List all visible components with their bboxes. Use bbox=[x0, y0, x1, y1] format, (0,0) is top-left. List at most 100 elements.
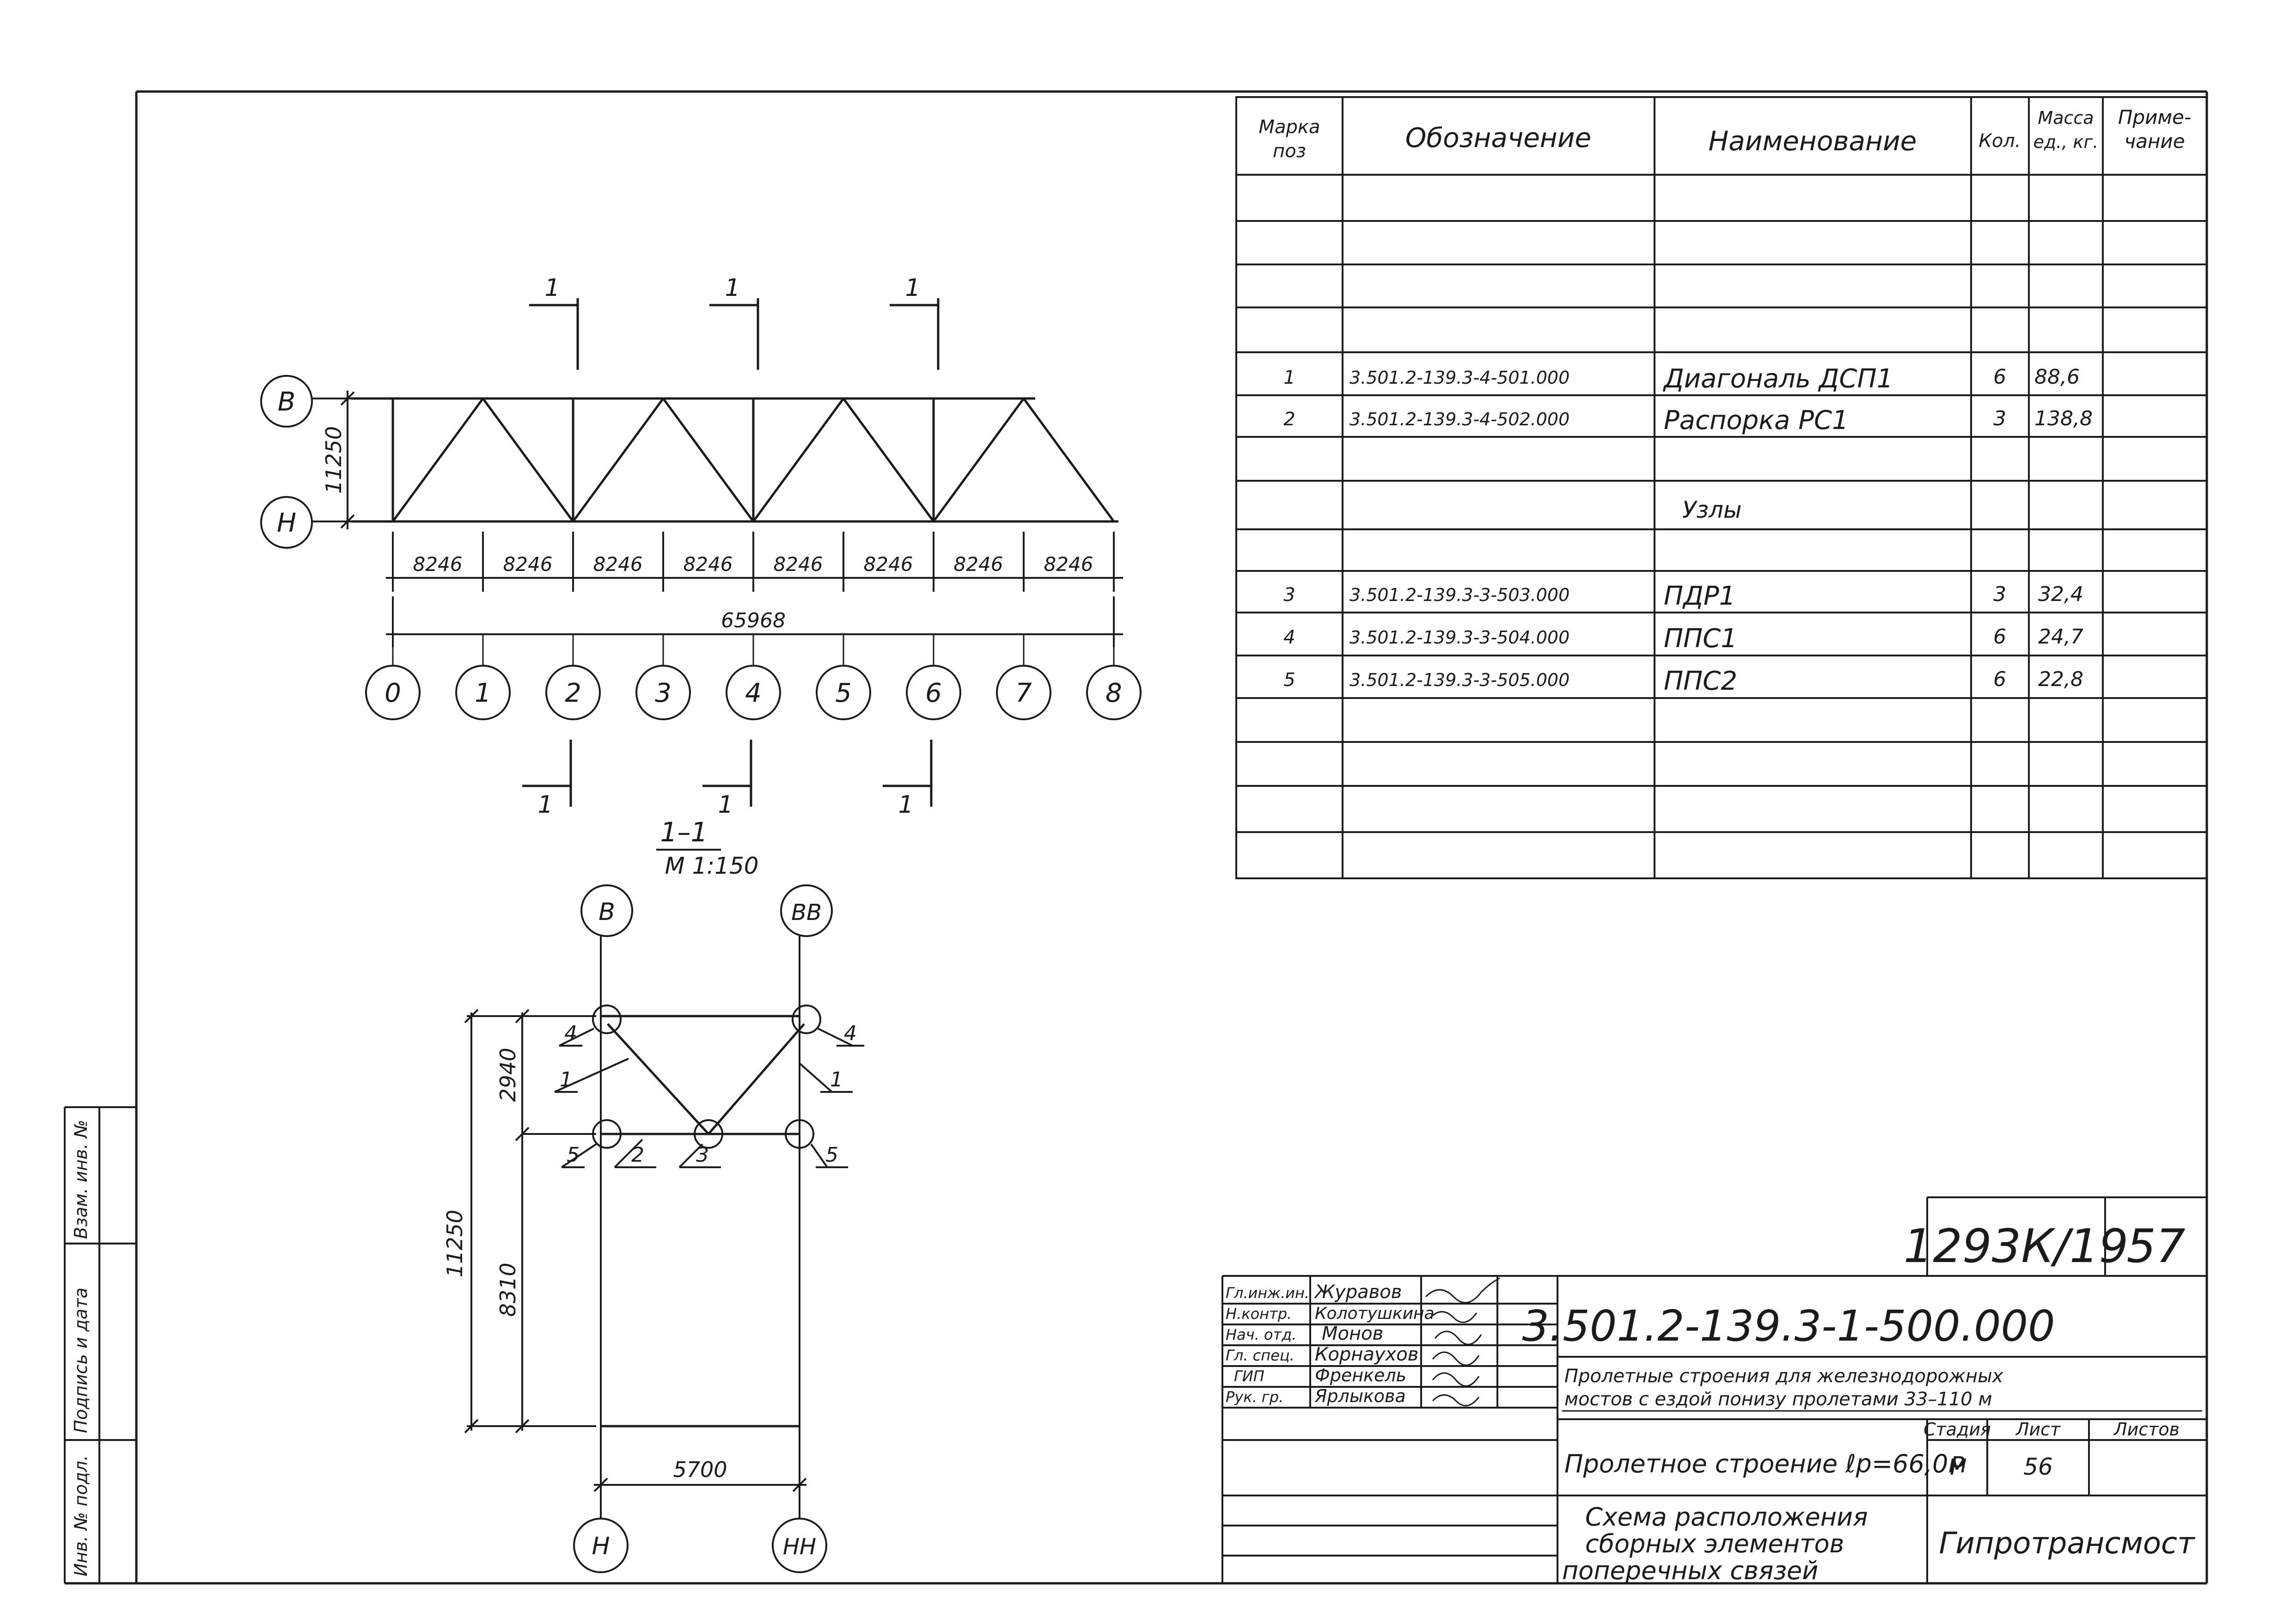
section-cut-mark-bottom: 1 1 1 bbox=[522, 740, 933, 819]
sheet-value: 56 bbox=[2023, 1453, 2053, 1480]
panel-dim: 8246 bbox=[774, 553, 823, 576]
sheet-label: Лист bbox=[2015, 1419, 2061, 1440]
leader-label: 4 bbox=[844, 1022, 857, 1045]
svg-text:Рук. гр.: Рук. гр. bbox=[1226, 1388, 1283, 1406]
truss-chords bbox=[351, 397, 1118, 523]
approver-row: Н.контр. Колотушкина bbox=[1226, 1304, 1478, 1323]
leader-label: 1 bbox=[560, 1068, 573, 1091]
row-qty: 6 bbox=[1993, 365, 2006, 389]
approver-row: Нач. отд. Монов bbox=[1226, 1323, 1482, 1345]
row-mass: 22,8 bbox=[2038, 668, 2083, 691]
row-name: Узлы bbox=[1682, 496, 1742, 523]
section-scale: М 1:150 bbox=[665, 852, 758, 879]
row-name: ПДР1 bbox=[1664, 581, 1735, 611]
height-dimension: 11250 bbox=[321, 426, 346, 494]
approver-row: ГИП Френкель bbox=[1234, 1365, 1480, 1387]
panel-dim: 8246 bbox=[503, 553, 553, 576]
svg-text:1: 1 bbox=[544, 274, 560, 302]
svg-text:0: 0 bbox=[385, 678, 401, 708]
section-horizontal-dimension bbox=[593, 1477, 807, 1492]
row-name: Распорка РС1 bbox=[1664, 405, 1849, 435]
section-members bbox=[601, 1015, 805, 1428]
strip-label-replaced: Взам. инв. № bbox=[71, 1120, 91, 1239]
object-title: Пролетное строение ℓp=66,0м bbox=[1564, 1449, 1967, 1478]
svg-text:5: 5 bbox=[835, 678, 852, 708]
svg-text:В: В bbox=[278, 387, 295, 417]
row-pos: 4 bbox=[1283, 627, 1295, 648]
table-row: Узлы bbox=[1682, 496, 1742, 523]
approver-row: Гл.инж.ин. Журавов bbox=[1226, 1277, 1500, 1304]
header-mass-2: ед., кг. bbox=[2033, 132, 2099, 152]
sheets-label: Листов bbox=[2113, 1419, 2180, 1440]
table-row: 1 3.501.2-139.3-4-501.000 Диагональ ДСП1… bbox=[1283, 364, 2080, 394]
row-designation: 3.501.2-139.3-3-503.000 bbox=[1350, 585, 1569, 605]
approver-row: Гл. спец. Корнаухов bbox=[1226, 1344, 1480, 1366]
table-row: 4 3.501.2-139.3-3-504.000 ППС1 6 24,7 bbox=[1283, 624, 2083, 654]
panel-dimension-chain bbox=[386, 532, 1123, 592]
strip-label-inv-no: Инв. № подл. bbox=[71, 1455, 91, 1576]
row-mass: 88,6 bbox=[2034, 365, 2080, 389]
svg-text:Гл. спец.: Гл. спец. bbox=[1226, 1347, 1295, 1364]
svg-text:В: В bbox=[598, 898, 615, 926]
header-mass-1: Масса bbox=[2038, 108, 2094, 128]
organization: Гипротрансмост bbox=[1939, 1526, 2196, 1561]
row-designation: 3.501.2-139.3-4-501.000 bbox=[1350, 368, 1569, 388]
row-pos: 2 bbox=[1283, 409, 1295, 430]
title-block: 1293К/19 57 3.501.2-139.3-1-500.000 Гл.и… bbox=[1221, 1196, 2207, 1585]
axis-bubble-8: 8 bbox=[1086, 665, 1142, 720]
axis-bubble-2: 2 bbox=[545, 665, 601, 720]
axis-bubble-bb: ВВ bbox=[780, 884, 833, 937]
panel-dim: 8246 bbox=[954, 553, 1003, 576]
row-designation: 3.501.2-139.3-3-504.000 bbox=[1350, 627, 1569, 648]
row-qty: 3 bbox=[1993, 407, 2006, 430]
axis-bubble-b: В bbox=[580, 884, 633, 937]
section-dim-upper: 2940 bbox=[495, 1048, 520, 1102]
svg-text:Монов: Монов bbox=[1322, 1323, 1383, 1344]
axis-bubble-1: 1 bbox=[455, 665, 511, 720]
drawing-title-line-1: Схема расположения bbox=[1585, 1502, 1868, 1532]
axis-bubble-3: 3 bbox=[635, 665, 691, 720]
svg-text:7: 7 bbox=[1015, 678, 1032, 708]
row-name: ППС2 bbox=[1664, 666, 1737, 696]
axis-bubble-0: 0 bbox=[365, 665, 421, 720]
panel-dim: 8246 bbox=[1044, 553, 1093, 576]
svg-text:1: 1 bbox=[718, 791, 733, 819]
header-note-1: Приме- bbox=[2118, 106, 2191, 129]
row-pos: 1 bbox=[1283, 367, 1295, 388]
header-qty: Кол. bbox=[1978, 130, 2021, 152]
leader-label: 1 bbox=[830, 1068, 843, 1091]
strip-label-signature: Подпись и дата bbox=[71, 1287, 91, 1433]
total-dimension: 65968 bbox=[721, 609, 786, 632]
svg-text:Н: Н bbox=[592, 1532, 610, 1560]
header-name: Наименование bbox=[1709, 125, 1917, 157]
axis-bubble-b: В bbox=[260, 375, 313, 428]
section-vertical-dimensions bbox=[464, 1009, 596, 1434]
archive-number: 1293К/19 bbox=[1904, 1219, 2128, 1273]
panel-dim: 8246 bbox=[413, 553, 463, 576]
section-cut-mark-top: 1 1 1 bbox=[529, 274, 940, 370]
svg-text:ВВ: ВВ bbox=[791, 900, 822, 925]
svg-text:ГИП: ГИП bbox=[1234, 1367, 1264, 1385]
row-qty: 6 bbox=[1993, 625, 2006, 649]
stage-label: Стадия bbox=[1924, 1419, 1991, 1440]
section-dim-total: 11250 bbox=[442, 1210, 467, 1277]
table-row: 5 3.501.2-139.3-3-505.000 ППС2 6 22,8 bbox=[1283, 666, 2083, 696]
plan-view: В Н 11250 8246 8246 824 bbox=[260, 274, 1142, 819]
row-designation: 3.501.2-139.3-4-502.000 bbox=[1350, 409, 1569, 429]
axis-bubble-4: 4 bbox=[726, 665, 781, 720]
row-qty: 6 bbox=[1993, 668, 2006, 691]
panel-dim: 8246 bbox=[864, 553, 913, 576]
leader-label: 5 bbox=[567, 1143, 580, 1167]
svg-text:2: 2 bbox=[565, 678, 581, 708]
section-leaders bbox=[554, 1028, 864, 1168]
svg-text:Нач. отд.: Нач. отд. bbox=[1226, 1326, 1296, 1343]
section-title: 1–1 bbox=[660, 816, 708, 848]
svg-text:1: 1 bbox=[898, 791, 913, 819]
stage-value: Р bbox=[1950, 1452, 1965, 1481]
svg-text:Френкель: Френкель bbox=[1315, 1365, 1406, 1385]
drawing-title-line-2: сборных элементов bbox=[1585, 1529, 1844, 1558]
row-name: Диагональ ДСП1 bbox=[1662, 364, 1893, 394]
row-mass: 138,8 bbox=[2034, 407, 2093, 430]
svg-text:Колотушкина: Колотушкина bbox=[1315, 1304, 1435, 1323]
